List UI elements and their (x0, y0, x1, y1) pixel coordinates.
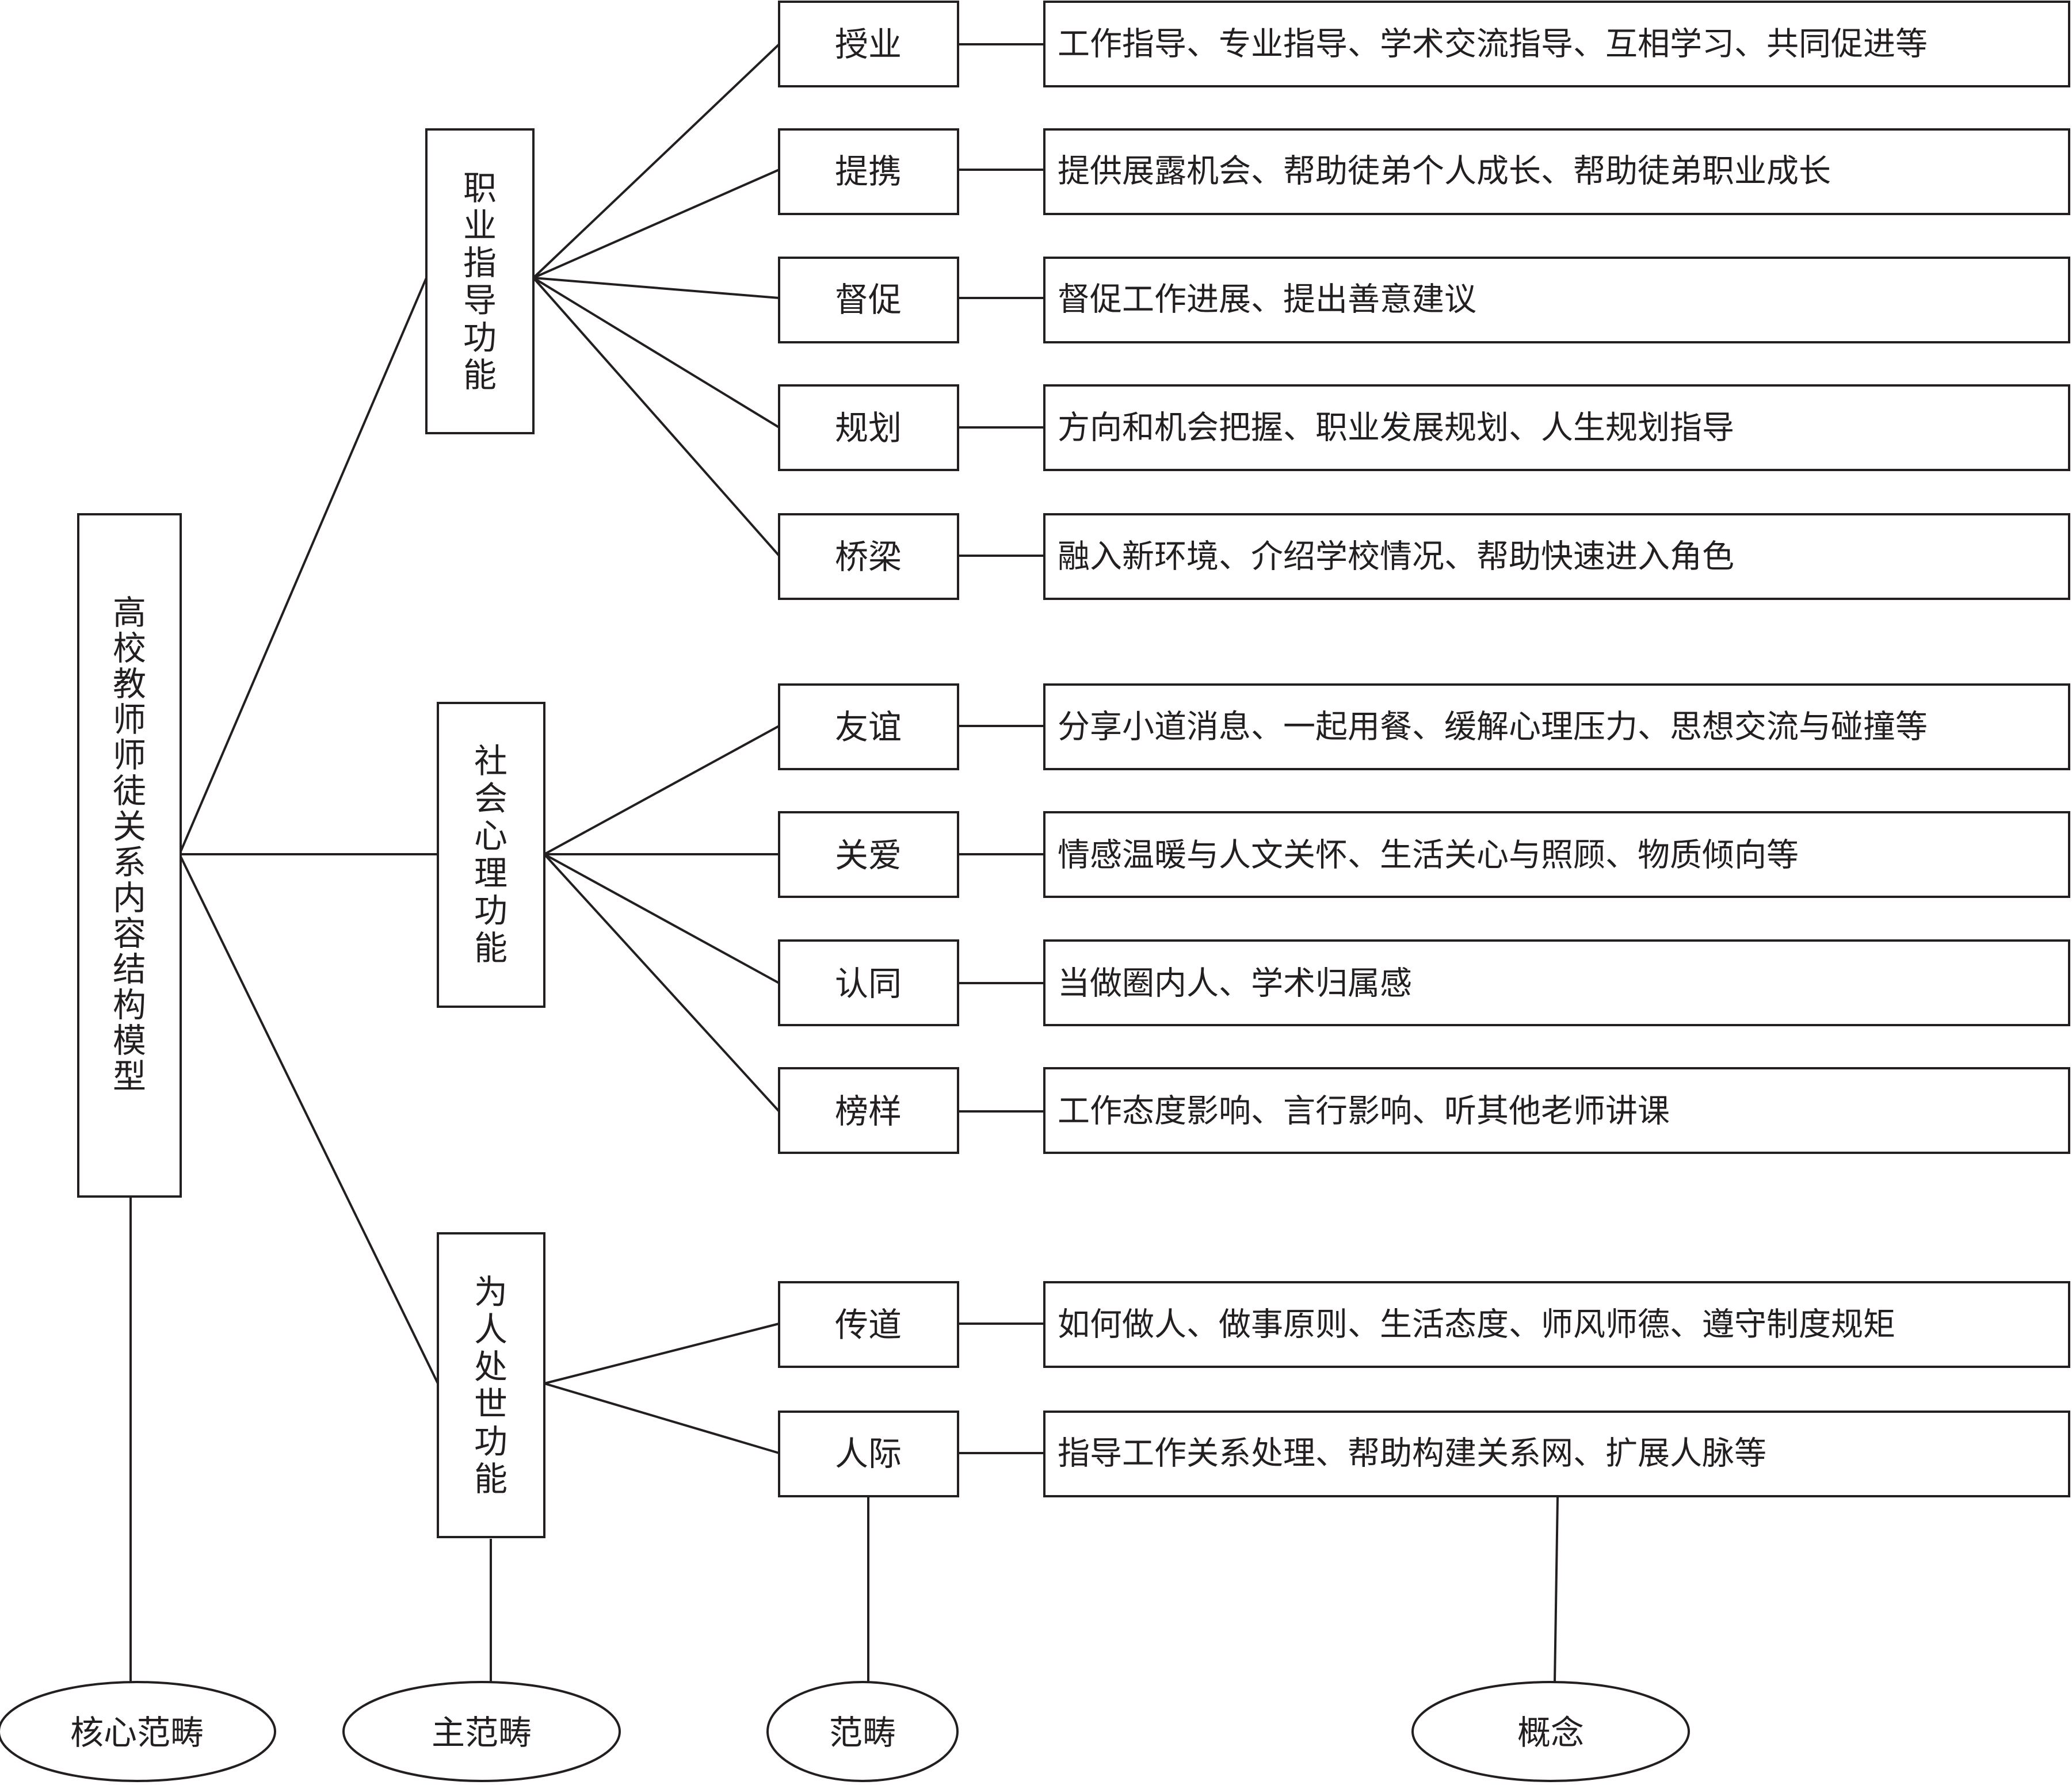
concept-box (1043, 1067, 2070, 1154)
concept-box (1043, 683, 2070, 770)
category-row: 人际 指导工作关系处理、帮助构建关系网、扩展人脉等 (778, 1411, 2070, 1497)
category-box (778, 811, 959, 898)
legend-core: 核心范畴 (0, 1681, 276, 1782)
connector-career-to-item-5 (532, 277, 780, 557)
legend: 核心范畴 主范畴 范畴 概念 (0, 1681, 1690, 1782)
connector-career-to-item-1 (532, 43, 780, 279)
legend-category-label: 范畴 (829, 1713, 896, 1752)
concept-text: 融入新环境、介绍学校情况、帮助快速进入角色 (1058, 538, 1734, 576)
main-category-conduct: 为人处世功能 (437, 1232, 545, 1538)
main-category-social: 社会心理功能 (437, 702, 545, 1008)
main-category-career: 职业指导功能 (425, 128, 535, 434)
concept-box (1043, 384, 2070, 471)
legend-stem-concept (1554, 1497, 1559, 1683)
concept-text: 提供展露机会、帮助徒弟个人成长、帮助徒弟职业成长 (1058, 153, 1831, 190)
category-label: 传道 (835, 1305, 902, 1344)
category-row: 规划 方向和机会把握、职业发展规划、人生规划指导 (778, 384, 2070, 471)
main-category-label: 社会心理功能 (474, 741, 507, 968)
category-row: 榜样 工作态度影响、言行影响、听其他老师讲课 (778, 1067, 2070, 1154)
legend-main: 主范畴 (342, 1681, 621, 1782)
concept-text: 督促工作进展、提出善意建议 (1058, 281, 1476, 319)
category-label: 规划 (835, 408, 902, 448)
connector-social-to-item-1 (544, 725, 780, 855)
main-category-box (437, 1232, 545, 1538)
category-box (778, 1067, 959, 1154)
category-row: 督促 督促工作进展、提出善意建议 (778, 257, 2070, 343)
concept-text: 工作指导、专业指导、学术交流指导、互相学习、共同促进等 (1058, 26, 1928, 63)
category-row: 认同 当做圈内人、学术归属感 (778, 939, 2070, 1026)
legend-category: 范畴 (766, 1681, 959, 1782)
category-box (778, 513, 959, 600)
connector-root-to-career (178, 277, 428, 855)
concept-box (1043, 1, 2070, 87)
category-row: 桥梁 融入新环境、介绍学校情况、帮助快速进入角色 (778, 513, 2070, 600)
category-row: 提携 提供展露机会、帮助徒弟个人成长、帮助徒弟职业成长 (778, 128, 2070, 215)
connector-root-to-conduct (178, 854, 439, 1384)
root-title: 高校教师师徒关系内容结构模型 (113, 593, 146, 1096)
category-box (778, 1281, 959, 1368)
main-category-box (437, 702, 545, 1008)
root-node: 高校教师师徒关系内容结构模型 (77, 513, 182, 1198)
connector-social-to-item-4 (543, 853, 780, 1113)
category-row: 授业 工作指导、专业指导、学术交流指导、互相学习、共同促进等 (778, 1, 2070, 87)
main-category-box (425, 128, 535, 434)
category-box (778, 257, 959, 343)
concept-text: 方向和机会把握、职业发展规划、人生规划指导 (1058, 410, 1734, 447)
legend-concept: 概念 (1411, 1681, 1690, 1782)
category-row: 关爱 情感温暖与人文关怀、生活关心与照顾、物质倾向等 (778, 811, 2070, 898)
concept-box (1043, 257, 2070, 343)
legend-ellipse (0, 1681, 276, 1782)
concept-box (1043, 939, 2070, 1026)
legend-core-label: 核心范畴 (70, 1713, 204, 1752)
connector-conduct-to-item-1 (544, 1322, 780, 1385)
concept-box (1043, 128, 2070, 215)
concept-text: 工作态度影响、言行影响、听其他老师讲课 (1058, 1093, 1670, 1130)
connector-career-to-item-2 (533, 169, 780, 279)
category-label: 关爱 (835, 836, 902, 875)
connector-lines (129, 43, 1559, 1683)
concept-text: 指导工作关系处理、帮助构建关系网、扩展人脉等 (1058, 1435, 1766, 1473)
category-label: 督促 (835, 280, 902, 319)
main-category-label: 职业指导功能 (463, 169, 497, 395)
category-box (778, 1, 959, 87)
category-label: 榜样 (835, 1092, 902, 1131)
legend-concept-label: 概念 (1517, 1713, 1584, 1752)
connector-conduct-to-item-2 (544, 1382, 780, 1454)
category-box (778, 1411, 959, 1497)
category-label: 认同 (835, 964, 902, 1003)
concept-box (1043, 1411, 2070, 1497)
concept-text: 当做圈内人、学术归属感 (1058, 965, 1412, 1003)
root-box (77, 513, 182, 1198)
category-box (778, 683, 959, 770)
category-box (778, 128, 959, 215)
legend-ellipse (766, 1681, 959, 1782)
concept-text: 如何做人、做事原则、生活态度、师风师德、遵守制度规矩 (1058, 1306, 1895, 1344)
main-category-label: 为人处世功能 (474, 1272, 507, 1499)
category-row: 传道 如何做人、做事原则、生活态度、师风师德、遵守制度规矩 (778, 1281, 2070, 1368)
category-label: 授业 (835, 25, 902, 64)
connector-career-to-item-3 (533, 277, 780, 299)
legend-ellipse (342, 1681, 621, 1782)
concept-text: 分享小道消息、一起用餐、缓解心理压力、思想交流与碰撞等 (1058, 709, 1928, 746)
concept-box (1043, 811, 2070, 898)
category-box (778, 939, 959, 1026)
concept-box (1043, 513, 2070, 600)
connector-career-to-item-4 (532, 277, 780, 429)
category-box (778, 384, 959, 471)
category-label: 人际 (835, 1434, 902, 1473)
concept-text: 情感温暖与人文关怀、生活关心与照顾、物质倾向等 (1058, 837, 1799, 874)
category-label: 桥梁 (835, 537, 902, 576)
legend-ellipse (1411, 1681, 1690, 1782)
category-row: 友谊 分享小道消息、一起用餐、缓解心理压力、思想交流与碰撞等 (778, 683, 2070, 770)
connector-social-to-item-3 (544, 853, 780, 984)
legend-main-label: 主范畴 (432, 1713, 532, 1752)
concept-box (1043, 1281, 2070, 1368)
category-label: 友谊 (835, 708, 902, 747)
category-label: 提携 (835, 152, 902, 191)
